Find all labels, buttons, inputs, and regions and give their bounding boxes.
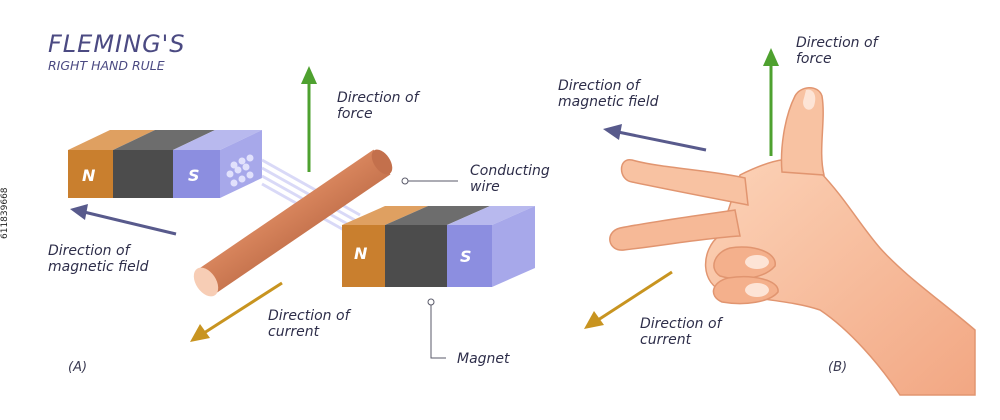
magnetic-field-arrow-right [603, 124, 707, 152]
right-magnet [342, 206, 535, 287]
stock-id-watermark: 611839668 [0, 187, 10, 239]
leader-lines [401, 177, 458, 359]
right-magnet-pole-n: N [354, 244, 368, 263]
right-magnetic-field-label: Direction of magnetic field [558, 78, 659, 110]
current-arrow-right [584, 270, 673, 329]
right-force-label: Direction of force [796, 35, 878, 67]
force-arrow-left [301, 66, 317, 172]
right-current-label: Direction of current [640, 316, 722, 348]
figure-label-a: (A) [68, 360, 88, 375]
page-title: FLEMING'S [48, 30, 186, 58]
left-force-label: Direction of force [337, 90, 419, 122]
magnetic-field-arrow-left [70, 204, 177, 236]
left-magnetic-field-label: Direction of magnetic field [48, 243, 149, 275]
left-current-label: Direction of current [268, 308, 350, 340]
left-magnet [68, 130, 262, 198]
page-subtitle: RIGHT HAND RULE [48, 58, 165, 73]
conducting-wire [193, 149, 393, 297]
right-magnet-pole-s: S [460, 247, 472, 266]
right-hand [609, 87, 976, 396]
figure-label-b: (B) [828, 360, 848, 375]
left-magnet-pole-n: N [82, 166, 96, 185]
force-arrow-right [763, 48, 779, 156]
left-magnet-pole-s: S [188, 166, 200, 185]
field-lines-cross-section [226, 154, 254, 187]
conducting-wire-label: Conducting wire [470, 163, 550, 195]
current-arrow-left [190, 281, 283, 342]
magnet-label: Magnet [457, 351, 510, 367]
